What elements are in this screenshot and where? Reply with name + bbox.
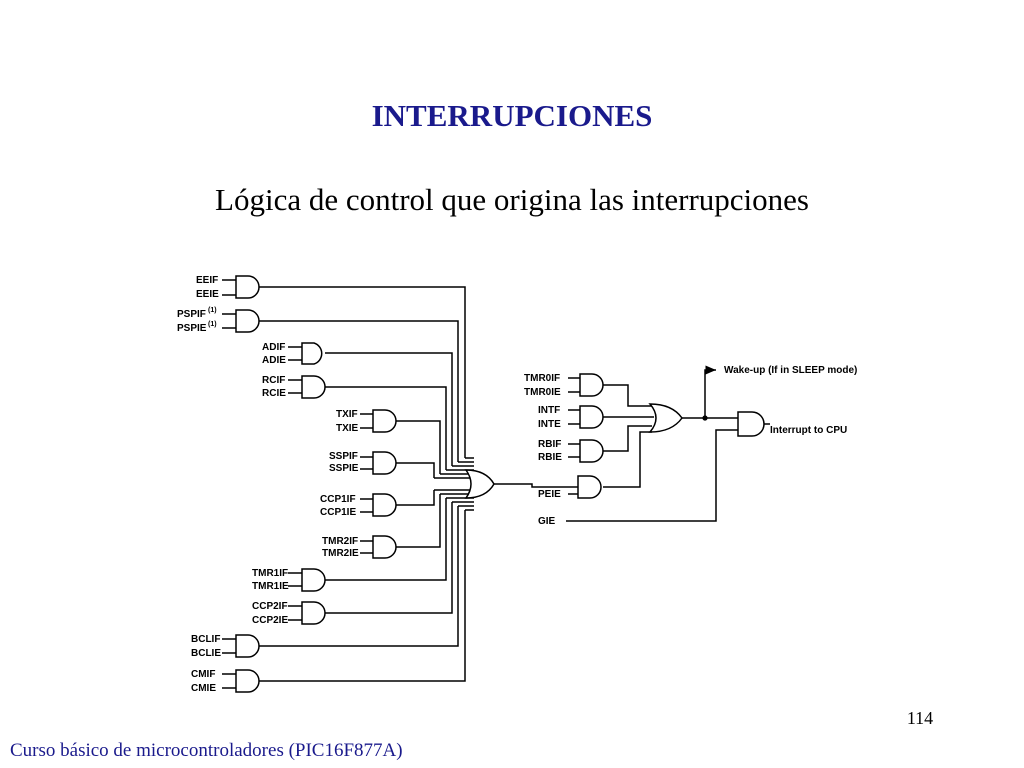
label-tmr1if: TMR1IF xyxy=(252,568,288,579)
and-gate-adif xyxy=(288,342,453,466)
label-rcif: RCIF xyxy=(262,375,285,386)
label-rbif: RBIF xyxy=(538,439,561,450)
label-bclif: BCLIF xyxy=(191,634,220,645)
and-gate-sspif xyxy=(360,451,435,478)
label-rbie: RBIE xyxy=(538,452,562,463)
core-and-gates xyxy=(568,373,654,499)
label-tmr1ie: TMR1IE xyxy=(252,581,289,592)
and-gate-eeif xyxy=(222,275,466,458)
peripheral-and-gates xyxy=(222,275,474,693)
final-logic xyxy=(566,365,770,522)
and-gate-bclif xyxy=(222,506,459,658)
label-ccp1ie: CCP1IE xyxy=(320,507,356,518)
label-pspie: PSPIE xyxy=(177,323,207,334)
slide-title: INTERRUPCIONES xyxy=(371,98,653,133)
label-tmr0if: TMR0IF xyxy=(524,373,560,384)
slide-subtitle: Lógica de control que origina las interr… xyxy=(215,182,809,217)
label-eeie: EEIE xyxy=(196,289,219,300)
label-ccp1if: CCP1IF xyxy=(320,494,356,505)
label-gie: GIE xyxy=(538,516,556,527)
and-gate-tmr1if xyxy=(288,498,447,592)
label-interrupt-to-cpu: Interrupt to CPU xyxy=(770,425,847,436)
label-inte: INTE xyxy=(538,419,561,430)
and-gate-ccp2if xyxy=(288,502,453,625)
label-adif: ADIF xyxy=(262,342,285,353)
gate-input-labels: EEIF EEIE PSPIF (1) PSPIE (1) ADIF ADIE … xyxy=(177,275,857,694)
label-adie: ADIE xyxy=(262,355,286,366)
footer-course-title: Curso básico de microcontroladores (PIC1… xyxy=(10,740,403,761)
label-sspie: SSPIE xyxy=(329,463,359,474)
label-rcie: RCIE xyxy=(262,388,286,399)
and-gate-peie xyxy=(568,431,652,499)
and-gate-txif xyxy=(360,409,441,474)
label-pspif-note: (1) xyxy=(208,307,217,314)
label-txie: TXIE xyxy=(336,423,359,434)
label-ccp2ie: CCP2IE xyxy=(252,615,288,626)
label-tmr2ie: TMR2IE xyxy=(322,548,359,559)
and-gate-tmr2if xyxy=(360,494,441,559)
label-pspif: PSPIF xyxy=(177,309,206,320)
label-intf: INTF xyxy=(538,405,560,416)
label-pspie-note: (1) xyxy=(208,321,217,328)
label-eeif: EEIF xyxy=(196,275,218,286)
label-tmr0ie: TMR0IE xyxy=(524,387,561,398)
label-ccp2if: CCP2IF xyxy=(252,601,288,612)
label-sspif: SSPIF xyxy=(329,451,358,462)
label-bclie: BCLIE xyxy=(191,648,221,659)
page-number: 114 xyxy=(906,708,934,728)
label-cmif: CMIF xyxy=(191,669,215,680)
and-gate-pspif xyxy=(222,309,459,462)
and-gate-cmif xyxy=(222,510,466,693)
label-wakeup: Wake-up (If in SLEEP mode) xyxy=(724,365,857,376)
and-gate-rbif xyxy=(568,425,652,463)
and-gate-tmr0if xyxy=(568,373,652,407)
label-tmr2if: TMR2IF xyxy=(322,536,358,547)
label-peie: PEIE xyxy=(538,489,561,500)
label-txif: TXIF xyxy=(336,409,358,420)
and-gate-ccp1if xyxy=(360,490,435,517)
and-gate-rcif xyxy=(288,375,447,470)
label-cmie: CMIE xyxy=(191,683,216,694)
peripheral-or-gate xyxy=(464,469,578,499)
and-gate-intf xyxy=(568,405,654,429)
